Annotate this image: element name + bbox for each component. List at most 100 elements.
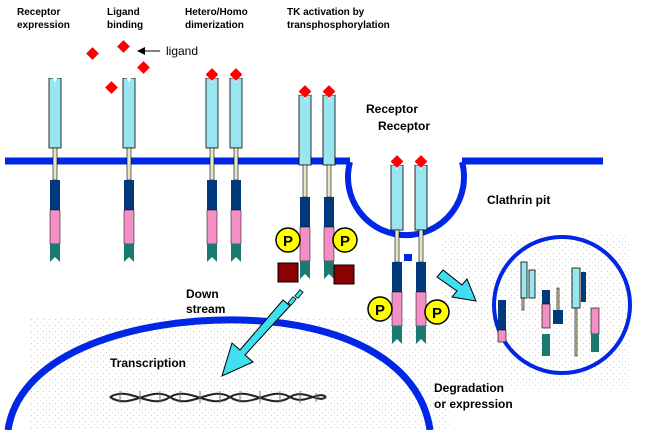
receptor-tail-notch xyxy=(300,274,310,279)
receptor-notch xyxy=(123,74,135,83)
receptor-kinase-domain xyxy=(323,226,335,262)
bound-ligand-icon xyxy=(390,155,404,168)
adaptor-protein-icon xyxy=(333,264,355,285)
label-receptor-expression: Receptor expression xyxy=(17,7,70,31)
adaptor-protein-icon xyxy=(277,262,299,283)
receptor-juxtamembrane xyxy=(231,180,241,210)
receptor-tail xyxy=(50,244,60,262)
phosphate-label: P xyxy=(432,305,442,322)
svg-text:Receptor: Receptor xyxy=(17,7,60,18)
label-ligand-binding: Ligand binding xyxy=(107,7,143,31)
downstream-arrow xyxy=(221,289,304,377)
receptor-tail xyxy=(124,244,134,262)
bound-ligand-icon xyxy=(205,68,219,81)
svg-text:expression: expression xyxy=(17,20,70,31)
receptor-tail xyxy=(300,261,310,279)
receptor-kinase-domain xyxy=(230,209,242,245)
pit-marker xyxy=(404,254,412,261)
svg-text:stream: stream xyxy=(186,302,225,316)
dna-helix-icon xyxy=(109,391,327,403)
receptor-tail xyxy=(231,244,241,262)
receptor-notch xyxy=(49,74,61,83)
label-tk-activation: TK activation by transphosphorylation xyxy=(287,7,390,31)
nucleus-background xyxy=(30,318,450,430)
receptor-tail-notch xyxy=(324,274,334,279)
ligand-icon xyxy=(117,40,130,53)
receptor-kinase-domain xyxy=(415,291,427,327)
receptor-extracellular-domain xyxy=(229,77,243,149)
phosphate-label: P xyxy=(283,233,293,250)
receptor-kinase-domain xyxy=(49,209,61,245)
label-ligand: ligand xyxy=(166,44,198,58)
receptor-kinase-domain xyxy=(206,209,218,245)
receptor-extracellular-domain xyxy=(322,94,336,166)
phosphate-label: P xyxy=(340,233,350,250)
receptor-tail-notch xyxy=(124,257,134,262)
receptor-tail-notch xyxy=(231,257,241,262)
receptor-tail xyxy=(207,244,217,262)
receptor-kinase-domain xyxy=(391,291,403,327)
phosphate-icon xyxy=(424,299,450,325)
receptor-transmembrane xyxy=(52,147,58,181)
svg-text:Degradation: Degradation xyxy=(434,381,504,395)
bound-ligand-icon xyxy=(414,155,428,168)
receptor-tail-notch xyxy=(50,257,60,262)
nucleus-membrane xyxy=(4,316,434,430)
receptor-extracellular-domain xyxy=(390,164,404,231)
receptor-transmembrane xyxy=(126,147,132,181)
receptor-extracellular-domain xyxy=(205,77,219,149)
ligand-pointer-arrow xyxy=(137,47,160,55)
label-clathrin-pit: Clathrin pit xyxy=(487,193,550,207)
receptor-tail xyxy=(324,261,334,279)
receptor-transmembrane xyxy=(394,229,400,263)
receptor-extracellular-domain xyxy=(48,77,62,149)
receptor-transmembrane xyxy=(326,164,332,198)
receptor-kinase-domain xyxy=(123,209,135,245)
receptor-tail-notch xyxy=(416,339,426,344)
free-ligands xyxy=(86,40,150,94)
ligand-icon xyxy=(137,61,150,74)
endosome-receptor-fragments xyxy=(497,261,600,357)
label-downstream: Down stream xyxy=(186,287,225,316)
bound-ligand-icon xyxy=(322,85,336,98)
svg-text:binding: binding xyxy=(107,20,143,31)
receptor-juxtamembrane xyxy=(124,180,134,210)
receptor-juxtamembrane xyxy=(300,197,310,227)
svg-text:or expression: or expression xyxy=(434,397,513,411)
ligand-icon xyxy=(86,47,99,60)
label-receptor-2: Receptor xyxy=(378,119,430,133)
phospho-group-4: P xyxy=(424,299,450,325)
svg-text:transphosphorylation: transphosphorylation xyxy=(287,20,390,31)
receptor-juxtamembrane xyxy=(50,180,60,210)
label-dimerization: Hetero/Homo dimerization xyxy=(185,7,248,31)
receptor-juxtamembrane xyxy=(392,262,402,292)
svg-text:TK activation by: TK activation by xyxy=(287,7,365,18)
receptor-transmembrane xyxy=(418,229,424,263)
svg-text:Ligand: Ligand xyxy=(107,7,140,18)
phospho-group-3: P xyxy=(367,296,393,322)
receptor-7 xyxy=(390,155,404,344)
receptor-juxtamembrane xyxy=(324,197,334,227)
receptor-extracellular-domain xyxy=(298,94,312,166)
svg-text:Hetero/Homo: Hetero/Homo xyxy=(185,7,248,18)
bound-ligand-icon xyxy=(229,68,243,81)
label-degradation: Degradation or expression xyxy=(434,381,513,411)
receptor-3 xyxy=(205,68,219,262)
receptor-extracellular-domain xyxy=(414,164,428,231)
receptor-4 xyxy=(229,68,243,262)
phosphate-icon xyxy=(332,227,358,253)
svg-text:dimerization: dimerization xyxy=(185,20,244,31)
receptor-juxtamembrane xyxy=(416,262,426,292)
receptor-1 xyxy=(48,74,62,262)
receptor-transmembrane xyxy=(209,147,215,181)
receptors-layer xyxy=(48,68,428,344)
receptor-kinase-domain xyxy=(299,226,311,262)
receptor-8 xyxy=(414,155,428,344)
receptor-6 xyxy=(322,85,336,279)
receptor-2 xyxy=(122,74,136,262)
phosphate-label: P xyxy=(375,302,385,319)
bound-ligand-icon xyxy=(298,85,312,98)
label-receptor-1: Receptor xyxy=(366,102,418,116)
